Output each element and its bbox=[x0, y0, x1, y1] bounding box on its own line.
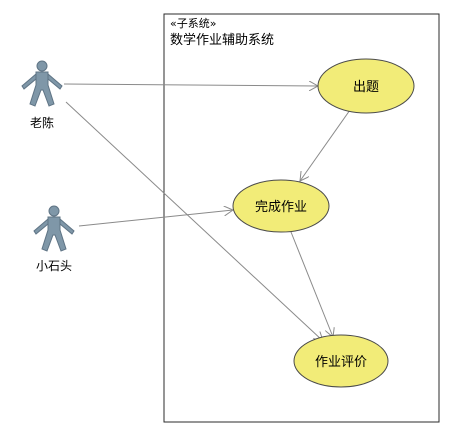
use-case-chuti[interactable]: 出题 bbox=[317, 58, 415, 114]
association-laochen-pingjia bbox=[65, 101, 323, 341]
association-xiaoshitou-wancheng bbox=[78, 210, 233, 227]
use-case-wancheng[interactable]: 完成作业 bbox=[232, 179, 330, 233]
actor-xiaoshitou[interactable]: 小石头 bbox=[33, 205, 75, 273]
system-boundary bbox=[163, 13, 440, 423]
use-case-pingjia[interactable]: 作业评价 bbox=[293, 334, 389, 388]
system-stereotype: «子系统» bbox=[170, 17, 216, 30]
actor-label: 小石头 bbox=[36, 259, 72, 273]
system-title: 数学作业辅助系统 bbox=[170, 32, 274, 48]
actor-laochen[interactable]: 老陈 bbox=[21, 60, 63, 130]
association-laochen-chuti bbox=[63, 84, 318, 86]
association-chuti-wancheng bbox=[300, 109, 351, 181]
association-lines bbox=[63, 84, 351, 341]
actor-icon bbox=[21, 60, 63, 107]
use-case-label: 作业评价 bbox=[315, 355, 367, 370]
association-wancheng-pingjia bbox=[290, 231, 333, 337]
use-case-label: 出题 bbox=[353, 80, 379, 95]
use-case-label: 完成作业 bbox=[255, 200, 307, 215]
actor-label: 老陈 bbox=[30, 115, 54, 130]
actor-icon bbox=[33, 205, 75, 252]
